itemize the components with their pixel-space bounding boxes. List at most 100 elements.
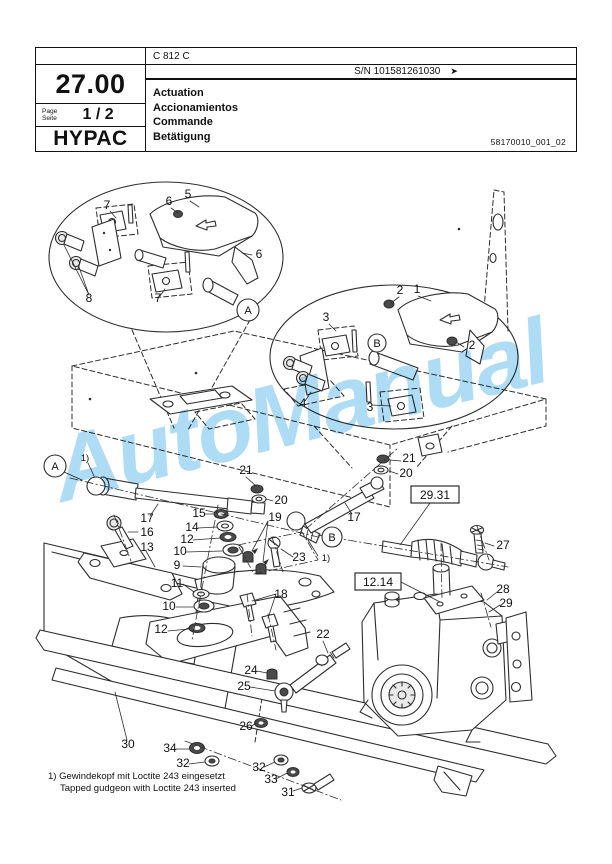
part-label-8: 8 [86, 291, 93, 305]
callout-a-balloon: A [236, 298, 260, 322]
washer-stack [188, 509, 244, 633]
part-label-6: 6 [166, 194, 173, 208]
part-label-25: 25 [237, 679, 251, 693]
part-label-31: 31 [281, 785, 295, 799]
callout-a-main: A [43, 454, 67, 478]
leader-lines [63, 200, 501, 792]
brand-logo: HYPAC [53, 127, 128, 150]
title-fr: Commande [153, 116, 213, 128]
pedal-arrow [439, 313, 461, 325]
part-label-11: 11 [171, 576, 184, 590]
part-label-6: 6 [256, 247, 263, 261]
part-label-32: 32 [176, 756, 190, 770]
center-hardware [106, 511, 321, 643]
page-separator: / [95, 106, 101, 123]
part-label-28: 28 [496, 582, 510, 596]
svg-text:29.31: 29.31 [420, 488, 450, 502]
part-label-17: 17 [347, 510, 361, 524]
page-total: 2 [104, 106, 114, 123]
title-de: Betätigung [153, 130, 211, 143]
model-name: C 812 C [146, 48, 576, 65]
footnote-ref: 1) [81, 453, 89, 464]
part-label-26: 26 [239, 719, 253, 733]
part-labels: 7 6 5 6 7 8 2 1 3 2 4 3 1) 21 20 17 16 1… [81, 187, 513, 799]
svg-text:A: A [51, 461, 59, 473]
part-label-1: 1 [414, 282, 421, 296]
page-labels: Page Seite [42, 108, 57, 123]
part-label-22: 22 [316, 627, 330, 641]
page-label-de: Seite [42, 115, 57, 122]
part-label-19: 19 [268, 510, 282, 524]
header-empty-cell [36, 48, 145, 65]
ref-box-12-14: 12.14 [354, 572, 402, 591]
document-number: 58170010_001_02 [490, 136, 566, 147]
socket-screws-8 [54, 230, 99, 277]
detail-balloon-a [48, 181, 284, 333]
part-label-14: 14 [185, 520, 199, 534]
page-numbers: 1 / 2 [57, 106, 139, 124]
part-label-2: 2 [397, 283, 404, 297]
footnote-line-2: Tapped gudgeon with Loctite 243 inserted [60, 783, 236, 794]
ball-joint-b [286, 511, 306, 531]
footnote: 1) Gewindekopf mit Loctite 243 eingesetz… [48, 771, 236, 794]
ref-box-29-31: 29.31 [410, 485, 460, 504]
part-label-20: 20 [399, 466, 413, 480]
header-left-column: 27.00 Page Seite 1 / 2 HYPAC [36, 48, 146, 151]
header-right-column: C 812 C S/N 101581261030 ➤ Actuation Acc… [146, 48, 576, 151]
svg-text:B: B [328, 532, 335, 544]
part-label-32: 32 [252, 760, 266, 774]
pump-bracket [423, 585, 485, 615]
title-es: Accionamientos [153, 101, 238, 114]
part-label-2: 2 [469, 338, 476, 352]
part-label-34: 34 [163, 741, 177, 755]
serial-number: S/N 101581261030 [354, 66, 441, 77]
part-label-30: 30 [121, 737, 135, 751]
tie-rod-22 [254, 642, 351, 728]
part-label-27: 27 [496, 538, 510, 552]
hydraulic-pump [359, 563, 533, 743]
section-number: 27.00 [36, 65, 145, 104]
callout-b-balloon: B [367, 333, 387, 353]
part-label-10: 10 [162, 599, 176, 613]
part-label-3: 3 [367, 400, 374, 414]
part-label-23: 23 [292, 550, 306, 564]
part-label-4: 4 [300, 396, 307, 410]
part-label-9: 9 [174, 558, 181, 572]
serial-number-row: S/N 101581261030 ➤ [146, 65, 576, 80]
part-label-20: 20 [274, 493, 288, 507]
tie-rod-right [304, 454, 390, 534]
part-label-16: 16 [140, 525, 154, 539]
part-label-21: 21 [239, 463, 253, 477]
bracket-plate [145, 595, 309, 665]
svg-text:B: B [373, 338, 380, 350]
detail-balloon-b [269, 284, 519, 430]
page-indicator: Page Seite 1 / 2 [36, 104, 145, 127]
footnote-ref: 1) [322, 553, 330, 564]
link-plate-13 [77, 552, 183, 601]
part-label-18: 18 [274, 587, 288, 601]
tie-rod-left [86, 476, 267, 515]
part-label-12: 12 [154, 622, 168, 636]
page-current: 1 [82, 106, 92, 123]
part-label-13: 13 [140, 540, 154, 554]
part-label-15: 15 [192, 506, 206, 520]
part-label-7: 7 [104, 198, 111, 212]
bellows-linkage [381, 524, 506, 571]
svg-text:A: A [244, 305, 252, 317]
socket-screws-4 [282, 355, 326, 392]
header-table: 27.00 Page Seite 1 / 2 HYPAC C 812 C S/N… [35, 47, 577, 152]
part-label-12: 12 [180, 532, 194, 546]
machine-frame-outline [71, 189, 547, 743]
part-label-7: 7 [155, 291, 162, 305]
frame-details [88, 213, 504, 457]
bolt-18b [261, 613, 279, 629]
part-label-17: 17 [140, 511, 154, 525]
section-titles: Actuation Accionamientos Commande Betäti… [146, 80, 576, 151]
svg-text:12.14: 12.14 [363, 575, 393, 589]
part-label-24: 24 [244, 663, 258, 677]
part-label-10: 10 [173, 544, 187, 558]
part-label-3: 3 [323, 310, 330, 324]
pedal-arrow [195, 219, 217, 231]
